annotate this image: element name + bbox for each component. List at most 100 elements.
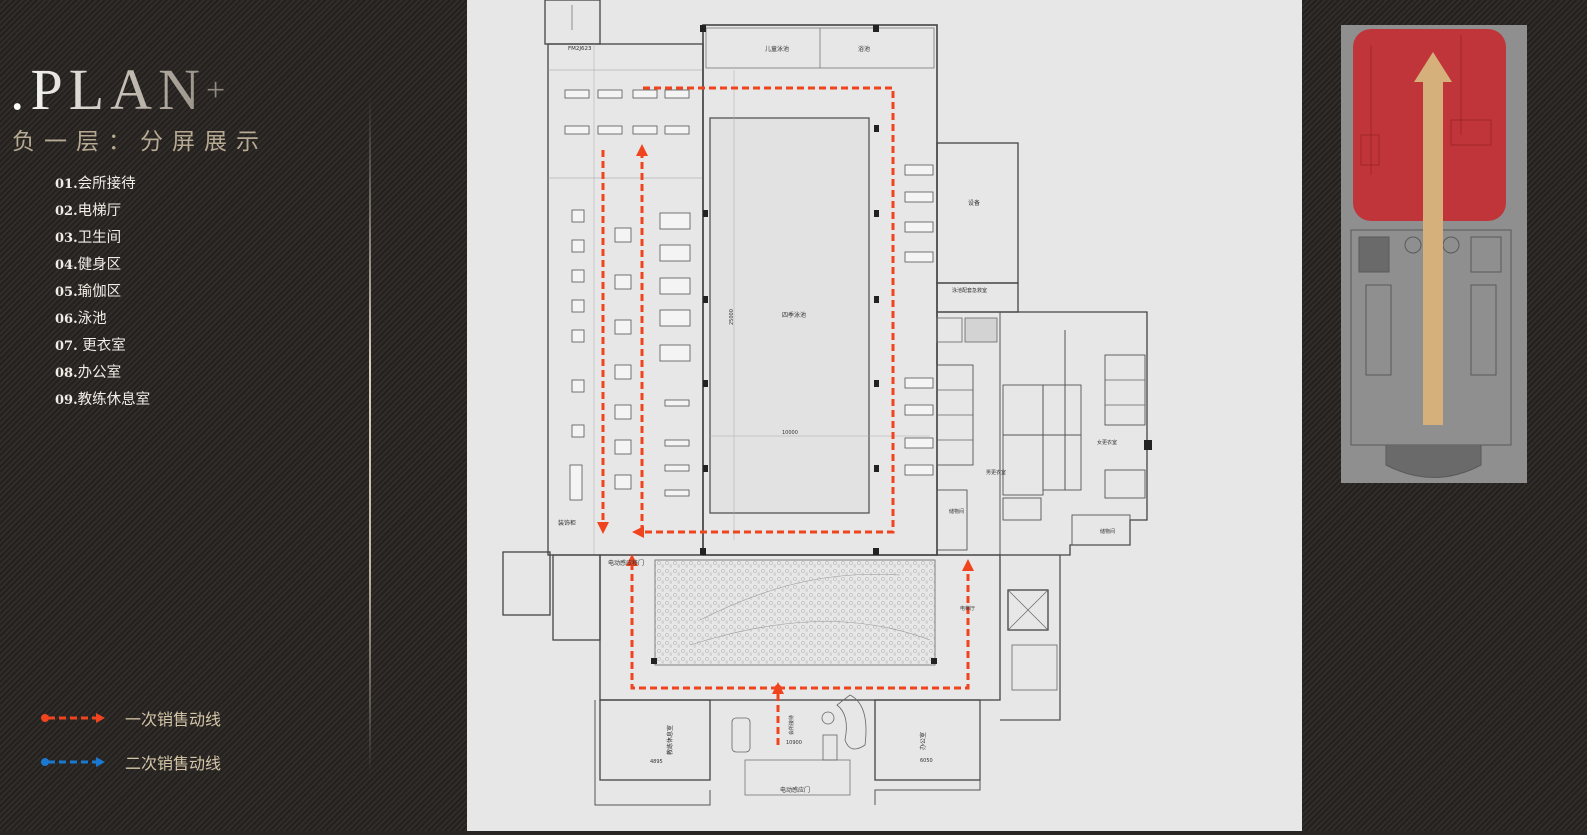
area-label: 教练休息室 — [77, 392, 151, 408]
bike — [664, 489, 690, 497]
area-item[interactable]: 07. 更衣室 — [55, 336, 150, 363]
area-label: 会所接待 — [77, 176, 136, 192]
lounge-chair — [904, 221, 934, 233]
route-segment — [778, 559, 974, 690]
lounge-chair — [904, 251, 934, 263]
yoga-mat — [564, 89, 590, 99]
legend-primary-label: 一次销售动线 — [125, 710, 222, 729]
area-item[interactable]: 08.办公室 — [55, 363, 150, 390]
dim-office: 6050 — [920, 758, 933, 764]
area-item[interactable]: 06.泳池 — [55, 309, 150, 336]
bike — [664, 464, 690, 472]
gym-equipment — [564, 89, 934, 501]
area-item[interactable]: 05.瑜伽区 — [55, 282, 150, 309]
minimap[interactable] — [1341, 25, 1527, 483]
label-elevator-hall: 电梯厅 — [960, 605, 975, 612]
lounge-chair — [904, 191, 934, 203]
weight-machine — [571, 424, 585, 438]
label-office: 办公室 — [919, 732, 927, 750]
exercise-machine — [614, 274, 632, 290]
area-num: 02. — [55, 204, 78, 219]
yoga-mat — [597, 89, 623, 99]
lounge-chair — [904, 377, 934, 389]
stair-top — [544, 0, 601, 45]
bike — [664, 439, 690, 447]
changing-area — [936, 311, 1148, 556]
plan-labels: 儿童泳池 浴池 四季泳池 设备 泳池配套急救室 男更衣室 女更衣室 储物间 储物… — [558, 45, 1117, 794]
treadmill — [659, 244, 691, 262]
yoga-mat — [564, 125, 590, 135]
weight-machine — [571, 329, 585, 343]
page-title: .PLAN+ — [10, 56, 225, 123]
area-label: 电梯厅 — [77, 203, 122, 219]
area-item[interactable]: 09.教练休息室 — [55, 390, 150, 417]
label-sliding-door: 电动感应移门 — [608, 559, 644, 567]
office-room — [874, 699, 981, 781]
minimap-drawing — [1350, 29, 1512, 478]
weight-rack — [569, 464, 583, 501]
toilet-room-left — [502, 551, 551, 616]
lounge-chair — [904, 437, 934, 449]
bike — [664, 399, 690, 407]
area-label: 办公室 — [77, 365, 122, 381]
legend-primary: 一次销售动线 — [38, 708, 221, 729]
page-subtitle: 负一层：分屏展示 — [12, 129, 268, 155]
area-item[interactable]: 02.电梯厅 — [55, 201, 150, 228]
route-segment — [626, 554, 778, 690]
equipment-room — [936, 142, 1019, 284]
stairs — [1011, 644, 1058, 691]
area-num: 05. — [55, 285, 78, 300]
weight-machine — [571, 299, 585, 313]
area-num: 09. — [55, 393, 78, 408]
treadmill — [659, 309, 691, 327]
divider-line — [369, 95, 371, 775]
label-mens-locker: 男更衣室 — [986, 469, 1006, 476]
exercise-machine — [614, 404, 632, 420]
area-label: 健身区 — [77, 257, 122, 273]
dim-coach-room: 4895 — [650, 759, 663, 765]
blue-dashed-arrow-icon — [41, 757, 105, 767]
label-bath-pool: 浴池 — [858, 45, 870, 53]
label-display-cabinet: 装饰柜 — [558, 519, 576, 527]
title-text: .PLAN — [10, 57, 206, 122]
area-item[interactable]: 04.健身区 — [55, 255, 150, 282]
elevator — [1007, 589, 1049, 631]
lounge-chair — [904, 464, 934, 476]
exercise-machine — [614, 474, 632, 490]
dim-pool-width: 10000 — [782, 430, 798, 436]
label-first-aid: 泳池配套急救室 — [952, 287, 987, 294]
area-label: 泳池 — [77, 311, 107, 327]
lounge-chair — [904, 164, 934, 176]
main-pool — [709, 117, 870, 514]
area-num: 06. — [55, 312, 78, 327]
yoga-mat — [632, 89, 658, 99]
exercise-machine — [614, 227, 632, 243]
legend-secondary: 二次销售动线 — [38, 752, 221, 773]
yoga-mat — [597, 125, 623, 135]
treadmill — [659, 344, 691, 362]
floor-plan: 儿童泳池 浴池 四季泳池 设备 泳池配套急救室 男更衣室 女更衣室 储物间 储物… — [467, 0, 1302, 831]
area-num: 08. — [55, 366, 78, 381]
label-main-pool: 四季泳池 — [782, 311, 806, 319]
dim-pool-length: 25000 — [729, 309, 735, 325]
label-storage-right: 储物间 — [1100, 528, 1115, 535]
area-num: 01. — [55, 177, 78, 192]
exercise-machine — [614, 319, 632, 335]
area-label: 更衣室 — [77, 338, 126, 354]
area-item[interactable]: 01.会所接待 — [55, 174, 150, 201]
area-label: 卫生间 — [77, 230, 122, 246]
toilet-room — [552, 554, 601, 641]
red-dashed-arrow-icon — [41, 713, 105, 723]
lounge-chair — [904, 404, 934, 416]
area-label: 瑜伽区 — [77, 284, 122, 300]
sales-route — [597, 86, 974, 745]
label-reception: 会所接待 — [788, 715, 795, 735]
exercise-machine — [614, 439, 632, 455]
area-item[interactable]: 03.卫生间 — [55, 228, 150, 255]
weight-machine — [571, 379, 585, 393]
label-equipment: 设备 — [968, 199, 980, 207]
weight-machine — [571, 239, 585, 253]
area-num: 04. — [55, 258, 78, 273]
yoga-mat — [664, 89, 690, 99]
label-coach-room: 教练休息室 — [666, 725, 674, 755]
